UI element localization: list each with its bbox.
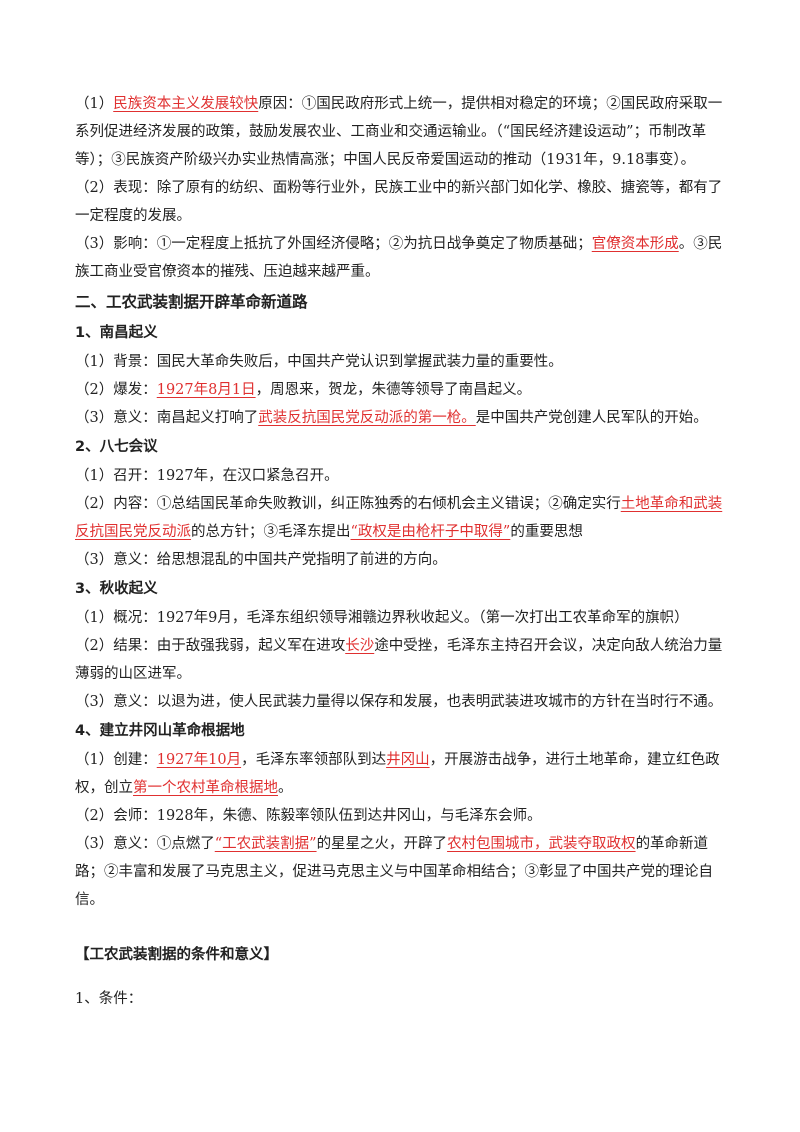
paragraph: （2）内容：①总结国民革命失败教训，纠正陈独秀的右倾机会主义错误；②确定实行土地… xyxy=(75,496,723,540)
paragraph: （3）意义：南昌起义打响了武装反抗国民党反动派的第一枪。是中国共产党创建人民军队… xyxy=(75,410,708,426)
highlight: “工农武装割据” xyxy=(214,836,317,852)
highlight: 1927年10月 xyxy=(156,752,242,768)
subsection-title: 3、秋收起义 xyxy=(75,581,158,597)
subsection-title: 2、八七会议 xyxy=(75,439,158,455)
paragraph: （3）意义：给思想混乱的中国共产党指明了前进的方向。 xyxy=(75,552,447,568)
paragraph: （1）民族资本主义发展较快原因：①国民政府形式上统一，提供相对稳定的环境；②国民… xyxy=(75,96,723,168)
document-page: （1）民族资本主义发展较快原因：①国民政府形式上统一，提供相对稳定的环境；②国民… xyxy=(75,90,735,1013)
paragraph: （1）背景：国民大革命失败后，中国共产党认识到掌握武装力量的重要性。 xyxy=(75,354,563,370)
highlight: 井冈山 xyxy=(386,752,430,768)
paragraph: （1）召开：1927年，在汉口紧急召开。 xyxy=(75,468,339,484)
paragraph: 1、条件： xyxy=(75,990,143,1007)
highlight: 土地革命和武装反抗国民党反动派 xyxy=(75,496,723,540)
paragraph: （1）概况：1927年9月，毛泽东组织领导湘赣边界秋收起义。（第一次打出工农革命… xyxy=(75,610,689,626)
paragraph: （2）结果：由于敌强我弱，起义军在进攻长沙途中受挫，毛泽东主持召开会议，决定向敌… xyxy=(75,638,723,682)
section-heading: 二、工农武装割据开辟革命新道路 xyxy=(75,293,308,311)
subsection-title: 4、建立井冈山革命根据地 xyxy=(75,723,245,739)
paragraph: （3）影响：①一定程度上抵抗了外国经济侵略；②为抗日战争奠定了物质基础；官僚资本… xyxy=(75,236,723,280)
subsection-title: 1、南昌起义 xyxy=(75,325,158,341)
paragraph: （1）创建：1927年10月，毛泽东率领部队到达井冈山，开展游击战争，进行土地革… xyxy=(75,752,720,796)
highlight: 农村包围城市，武装夺取政权 xyxy=(447,836,636,852)
highlight: “政权是由枪杆子中取得” xyxy=(350,524,511,540)
highlight: 官僚资本形成 xyxy=(591,236,679,252)
paragraph: （2）会师：1928年，朱德、陈毅率领队伍到达井冈山，与毛泽东会师。 xyxy=(75,808,542,824)
highlight: 武装反抗国民党反动派的第一枪。 xyxy=(258,410,476,426)
paragraph: （3）意义：①点燃了“工农武装割据”的星星之火，开辟了农村包围城市，武装夺取政权… xyxy=(75,836,713,908)
paragraph: （3）意义：以退为进，使人民武装力量得以保存和发展，也表明武装进攻城市的方针在当… xyxy=(75,694,723,710)
paragraph: （2）表现：除了原有的纺织、面粉等行业外，民族工业中的新兴部门如化学、橡胶、搪瓷… xyxy=(75,180,723,224)
highlight: 长沙 xyxy=(345,638,375,654)
box-title: 【工农武装割据的条件和意义】 xyxy=(75,947,278,963)
highlight: 民族资本主义发展较快 xyxy=(113,96,259,112)
highlight: 1927年8月1日 xyxy=(156,382,256,398)
paragraph: （2）爆发：1927年8月1日，周恩来，贺龙，朱德等领导了南昌起义。 xyxy=(75,382,532,398)
highlight: 第一个农村革命根据地 xyxy=(133,780,278,796)
